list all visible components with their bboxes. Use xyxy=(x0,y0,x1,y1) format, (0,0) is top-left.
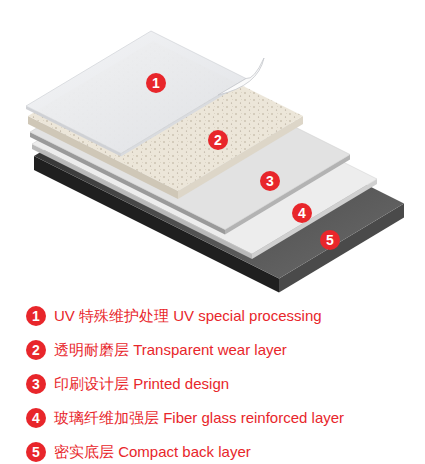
film-curl xyxy=(218,58,264,95)
callout-number: 5 xyxy=(320,230,340,250)
callout-number: 2 xyxy=(208,130,228,150)
uv-film xyxy=(26,31,264,157)
legend-text: 玻璃纤维加强层 Fiber glass reinforced layer xyxy=(54,408,344,428)
callout-number: 4 xyxy=(26,408,46,428)
legend-text: UV 特殊维护处理 UV special processing xyxy=(54,306,322,326)
legend-text: 密实底层 Compact back layer xyxy=(54,442,251,462)
callout-number: 4 xyxy=(292,203,312,223)
legend-text: 印刷设计层 Printed design xyxy=(54,374,229,394)
callout-number: 1 xyxy=(26,306,46,326)
callout-number: 3 xyxy=(260,171,280,191)
legend-text: 透明耐磨层 Transparent wear layer xyxy=(54,340,287,360)
callout-number: 1 xyxy=(146,73,166,93)
callout-number: 3 xyxy=(26,374,46,394)
callout-number: 5 xyxy=(26,442,46,462)
layer-top xyxy=(26,31,246,154)
callout-number: 2 xyxy=(26,340,46,360)
